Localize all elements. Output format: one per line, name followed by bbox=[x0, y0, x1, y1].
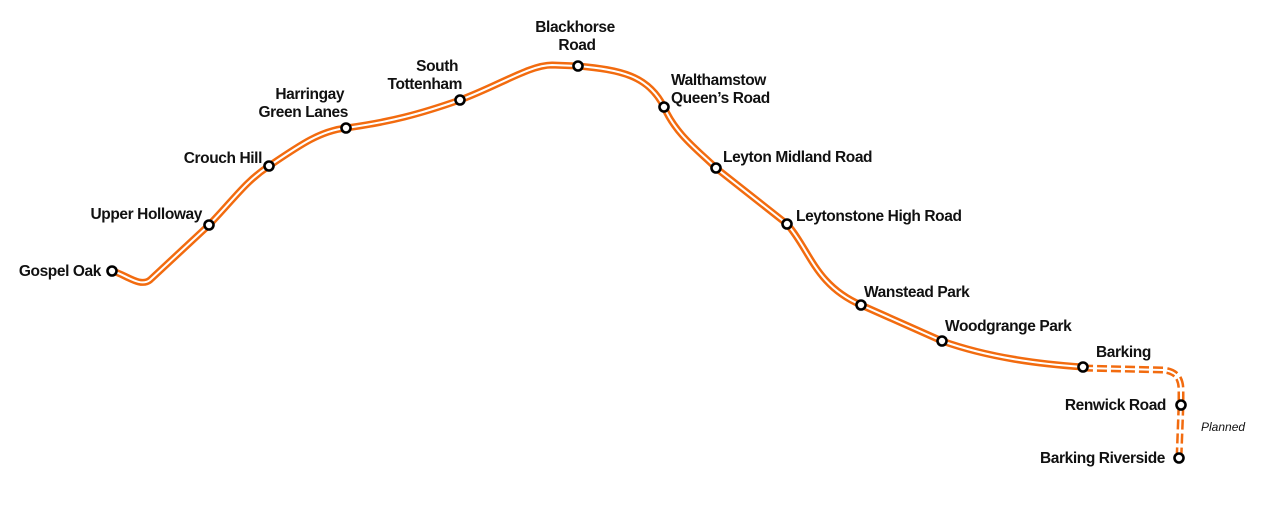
label-line-1: Walthamstow bbox=[671, 72, 767, 89]
label-barking-riverside: Barking Riverside bbox=[1040, 450, 1166, 467]
planned-note: Planned bbox=[1201, 420, 1245, 434]
label-crouch-hill: Crouch Hill bbox=[184, 150, 262, 167]
label-line-1: South bbox=[416, 58, 458, 75]
line-existing bbox=[110, 61, 1084, 371]
station-marker-woodgrange-park[interactable] bbox=[936, 335, 948, 347]
station-marker-leytonstone[interactable] bbox=[781, 218, 793, 230]
label-wanstead-park: Wanstead Park bbox=[864, 284, 970, 301]
station-marker-gospel-oak[interactable] bbox=[106, 265, 118, 277]
station-labels: Gospel Oak Upper Holloway Crouch Hill Ha… bbox=[19, 19, 1246, 467]
station-marker-barking-riverside[interactable] bbox=[1173, 452, 1185, 464]
label-renwick-road: Renwick Road bbox=[1065, 397, 1166, 414]
label-leytonstone: Leytonstone High Road bbox=[796, 208, 962, 225]
station-marker-crouch-hill[interactable] bbox=[263, 160, 275, 172]
label-line-2: Road bbox=[558, 37, 595, 54]
label-south-tottenham: South Tottenham bbox=[388, 58, 462, 93]
label-line-1: Blackhorse bbox=[535, 19, 615, 36]
label-gospel-oak: Gospel Oak bbox=[19, 263, 102, 280]
station-marker-barking[interactable] bbox=[1077, 361, 1089, 373]
station-marker-south-tottenham[interactable] bbox=[454, 94, 466, 106]
label-walthamstow: Walthamstow Queen’s Road bbox=[671, 72, 770, 107]
label-line-2: Green Lanes bbox=[258, 104, 348, 121]
station-marker-walthamstow[interactable] bbox=[658, 101, 670, 113]
station-marker-blackhorse-road[interactable] bbox=[572, 60, 584, 72]
label-barking: Barking bbox=[1096, 344, 1151, 361]
station-marker-upper-holloway[interactable] bbox=[203, 219, 215, 231]
station-marker-wanstead-park[interactable] bbox=[855, 299, 867, 311]
label-upper-holloway: Upper Holloway bbox=[90, 206, 202, 223]
label-woodgrange-park: Woodgrange Park bbox=[945, 318, 1072, 335]
label-line-1: Harringay bbox=[275, 86, 345, 103]
label-line-2: Queen’s Road bbox=[671, 90, 770, 107]
label-line-2: Tottenham bbox=[388, 76, 462, 93]
station-marker-harringay[interactable] bbox=[340, 122, 352, 134]
label-harringay: Harringay Green Lanes bbox=[258, 86, 348, 121]
line-planned bbox=[1082, 364, 1185, 459]
station-markers bbox=[106, 60, 1187, 464]
label-blackhorse-road: Blackhorse Road bbox=[535, 19, 619, 54]
station-marker-renwick-road[interactable] bbox=[1175, 399, 1187, 411]
station-marker-leyton-midland[interactable] bbox=[710, 162, 722, 174]
label-leyton-midland: Leyton Midland Road bbox=[723, 149, 872, 166]
